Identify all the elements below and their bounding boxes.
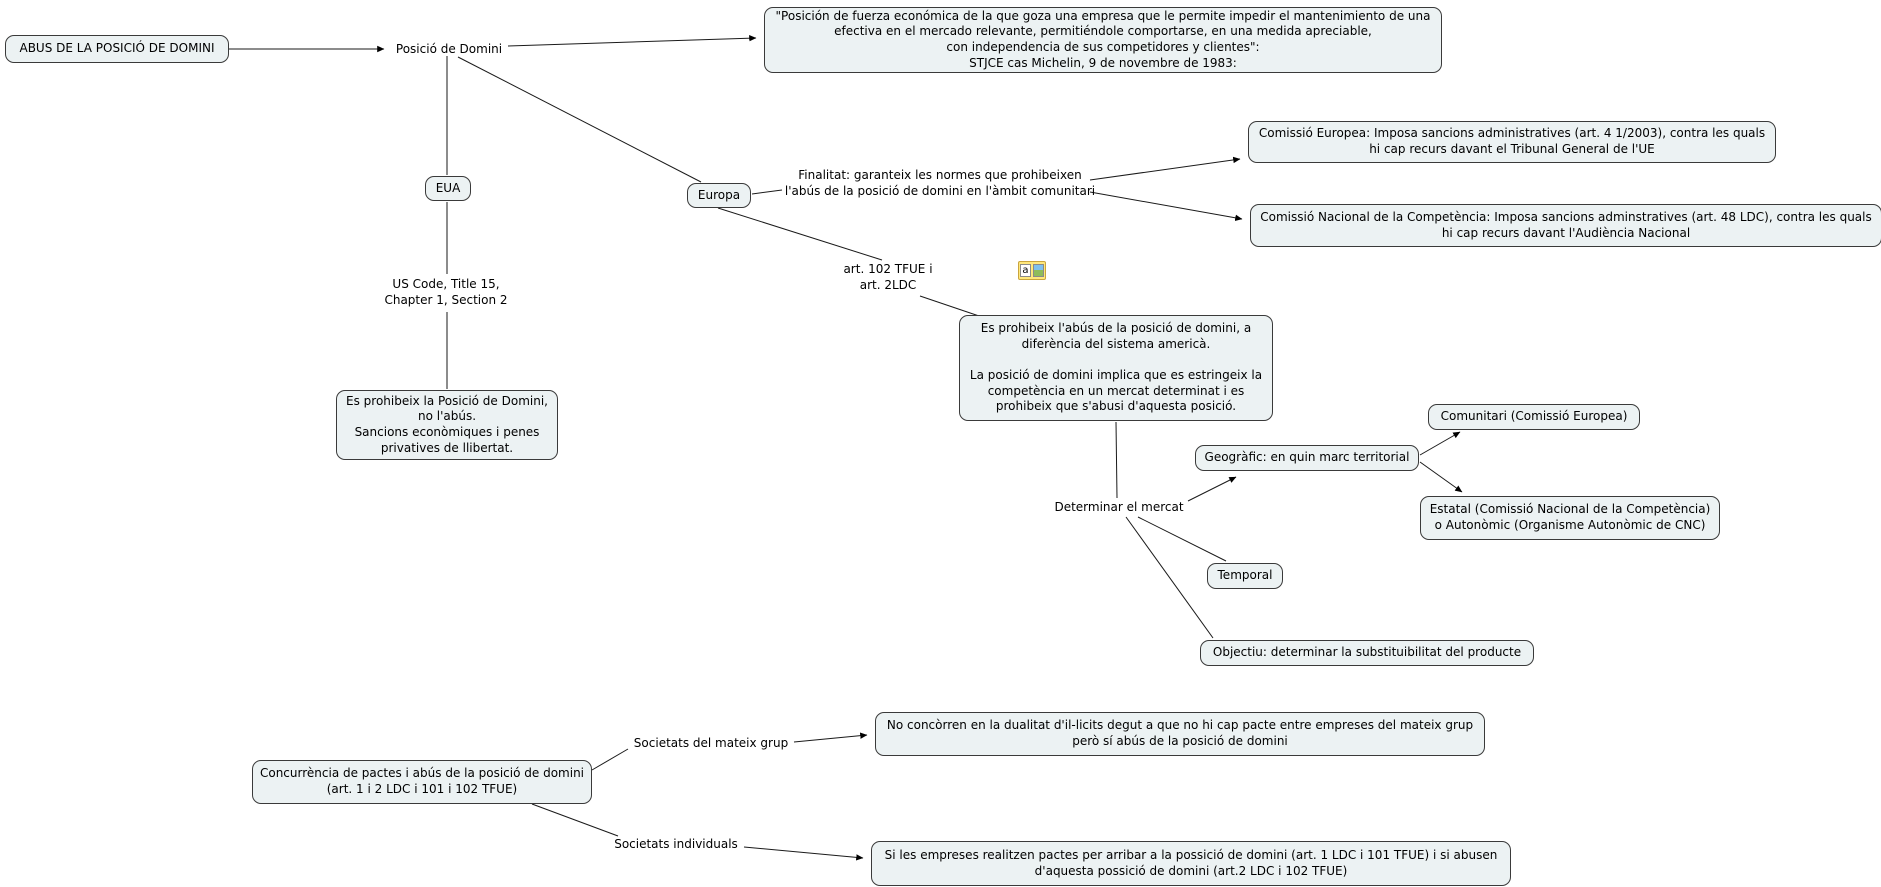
link-geografic-estatal [1419,461,1463,493]
link-europa-art102 [717,207,883,261]
label-societats-individuals[interactable]: Societats individuals [614,837,738,851]
label-finalitat[interactable]: Finalitat: garanteix les normes que proh… [784,168,1096,198]
image-resource-icon [1033,264,1044,277]
node-concurrencia[interactable]: Concurrència de pactes i abús de la posi… [252,760,592,804]
node-eua-detall[interactable]: Es prohibeix la Posició de Domini, no l'… [336,390,558,460]
link-art102-europadetall [919,295,983,318]
link-determinar-temporal [1137,516,1227,562]
node-no-concorren[interactable]: No concòrren en la dualitat d'il-licits … [875,712,1485,756]
node-objectiu[interactable]: Objectiu: determinar la substituibilitat… [1200,640,1534,666]
link-determinar-objectiu [1125,516,1214,639]
node-comissio-nacional[interactable]: Comissió Nacional de la Competència: Imp… [1250,204,1881,247]
node-estatal-autonomic[interactable]: Estatal (Comissió Nacional de la Competè… [1420,496,1720,540]
node-comissio-europea[interactable]: Comissió Europea: Imposa sancions admini… [1248,121,1776,163]
link-concurrencia-mateixgrup [591,748,629,771]
text-resource-icon: a [1020,264,1031,277]
link-determinar-geografic [1187,476,1237,502]
node-geografic[interactable]: Geogràfic: en quin marc territorial [1195,445,1419,471]
link-mateixgrup-noconcorren [793,732,868,743]
link-europadetall-determinar [1115,421,1118,499]
link-concurrencia-individuals [531,803,619,837]
label-us-code[interactable]: US Code, Title 15, Chapter 1, Section 2 [384,277,508,307]
attachment-resource-icon[interactable]: a [1018,261,1046,280]
label-posicio-de-domini[interactable]: Posició de Domini [395,42,503,56]
link-posicio-quote [507,35,757,47]
link-posicio-europa [457,56,702,183]
node-quote-michelin[interactable]: "Posición de fuerza económica de la que … [764,7,1442,73]
link-geografic-comunitari [1419,431,1461,456]
node-europa-detall[interactable]: Es prohibeix l'abús de la posició de dom… [959,315,1273,421]
node-temporal[interactable]: Temporal [1207,563,1283,589]
label-art-102-tfue[interactable]: art. 102 TFUE i art. 2LDC [843,262,933,292]
node-comunitari[interactable]: Comunitari (Comissió Europea) [1428,404,1640,430]
node-europa[interactable]: Europa [687,183,751,208]
node-eua[interactable]: EUA [425,176,471,201]
node-abus-posicio-domini[interactable]: ABUS DE LA POSICIÓ DE DOMINI [5,35,229,63]
label-determinar-mercat[interactable]: Determinar el mercat [1054,500,1184,514]
link-individuals-sipactes [743,846,864,861]
node-si-pactes[interactable]: Si les empreses realitzen pactes per arr… [871,841,1511,886]
link-finalitat-comissio-europea [1089,156,1241,181]
link-finalitat-comissio-nacional [1089,191,1243,221]
label-societats-mateix-grup[interactable]: Societats del mateix grup [633,736,789,750]
link-europa-finalitat [751,189,783,195]
